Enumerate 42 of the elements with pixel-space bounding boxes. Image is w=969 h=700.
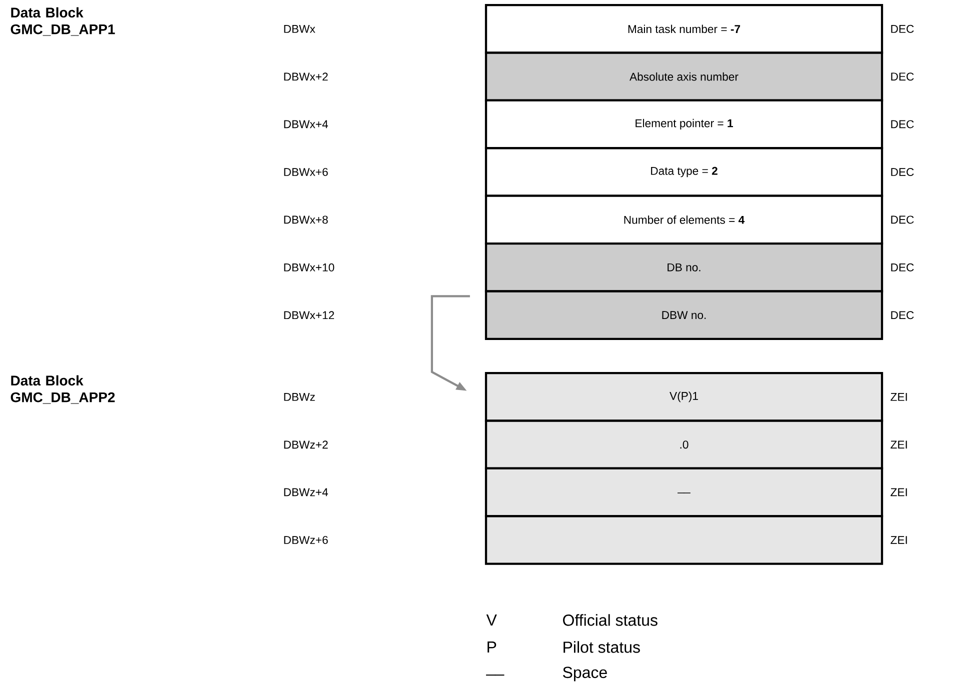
empty-table-row [484,515,884,565]
arrow [430,295,470,391]
format-label: DEC [891,168,914,176]
table-row: Number of elements = 4 [484,194,884,245]
table-row: DBW no. [484,290,884,340]
address-label: DBWx+10 [284,263,334,272]
address-label: DBWz+2 [284,440,328,449]
table-row: Absolute axis number [484,52,884,102]
legend-text: Space [563,666,607,682]
address-label: DBWx+12 [284,311,334,320]
address-label: DBWz+6 [284,536,328,544]
format-label: DEC [891,311,914,320]
format-label: ZEI [890,536,907,544]
format-label: DEC [891,72,914,81]
address-label: DBWx [284,25,316,33]
address-label: DBWz [284,393,315,401]
format-label: ZEI [890,440,907,448]
table-row: V(P)1 [484,372,884,422]
legend-symbol: P [488,642,496,652]
address-label: DBWz+4 [284,488,328,496]
legend-text: Pilot status [564,641,640,653]
format-label: DEC [891,216,914,224]
table-row: Main task number = -7 [484,4,884,54]
format-label: DEC [891,263,914,272]
table-row: .0 [484,420,884,470]
format-label: ZEI [890,393,907,401]
address-label: DBWx+6 [284,168,328,176]
legend-text: Official status [563,614,658,626]
address-label: DBWx+2 [284,72,328,81]
table-row: __ [484,467,884,518]
table-row: DB no. [484,242,884,292]
block-heading: Data Block GMC_DB_APP1 [10,7,115,36]
table-row: Data type = 2 [484,147,884,197]
format-label: DEC [891,24,914,33]
legend-symbol: V [486,614,497,626]
format-label: ZEI [890,488,907,496]
table-row: Element pointer = 1 [484,99,884,150]
block-heading: Data Block GMC_DB_APP2 [10,375,115,404]
format-label: DEC [891,120,914,128]
address-label: DBWx+8 [284,216,328,224]
address-label: DBWx+4 [284,120,328,128]
legend-symbol: __ [486,674,504,676]
